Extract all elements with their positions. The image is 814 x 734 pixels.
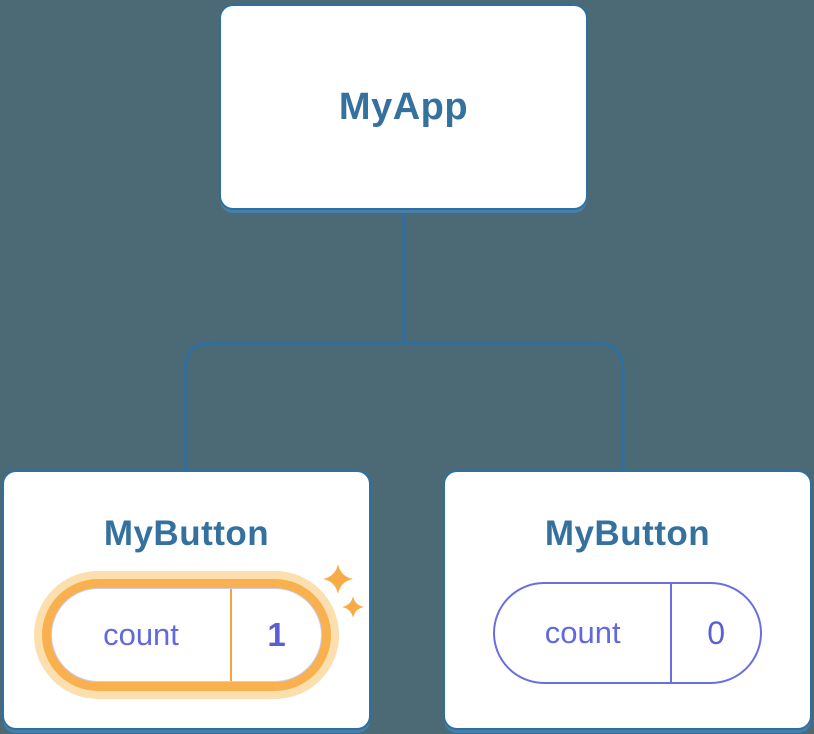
state-name-label: count bbox=[495, 584, 673, 682]
child-node-mybutton-right: MyButton count 0 bbox=[443, 470, 812, 730]
state-value: 0 bbox=[707, 614, 726, 651]
child-node-label: MyButton bbox=[103, 514, 270, 553]
state-pill: count 0 bbox=[493, 582, 762, 684]
root-node-label: MyApp bbox=[338, 85, 469, 128]
state-name-label: count bbox=[52, 589, 232, 681]
state-pill-highlight-ring: count 1 bbox=[42, 579, 331, 691]
state-pill-highlighted: count 1 bbox=[34, 571, 339, 699]
child-node-mybutton-left: MyButton count 1 bbox=[2, 470, 371, 730]
child-node-label: MyButton bbox=[544, 514, 711, 553]
state-pill: count 1 bbox=[51, 588, 322, 682]
state-value: 1 bbox=[267, 616, 286, 653]
root-node-myapp: MyApp bbox=[219, 4, 588, 210]
